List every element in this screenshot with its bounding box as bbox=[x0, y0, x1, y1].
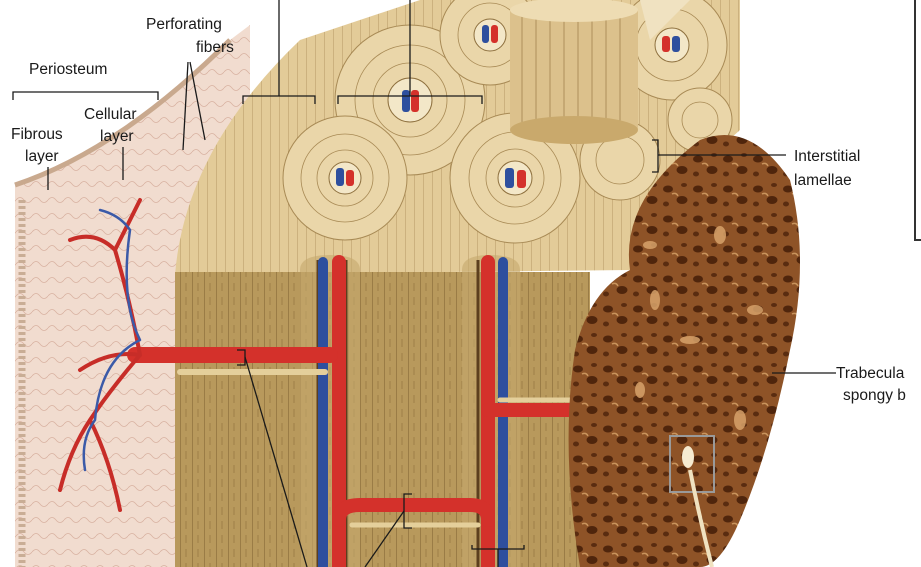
label-fibrous-layer-1: Fibrous bbox=[11, 126, 63, 143]
label-perforating-fibers-2: fibers bbox=[196, 39, 234, 56]
osteon-cut-left bbox=[300, 255, 360, 567]
label-trabecula-2: spongy b bbox=[843, 387, 906, 404]
label-interstitial-lamellae-1: Interstitial bbox=[794, 148, 860, 165]
label-interstitial-lamellae-2: lamellae bbox=[794, 172, 852, 189]
osteocyte-icon bbox=[682, 446, 694, 468]
label-periosteum: Periosteum bbox=[29, 61, 107, 78]
inset-panel-edge bbox=[915, 0, 921, 240]
label-fibrous-layer-2: layer bbox=[25, 148, 59, 165]
label-cellular-layer-1: Cellular bbox=[84, 106, 137, 123]
artery-icon bbox=[411, 90, 419, 112]
label-trabecula-1: Trabecula bbox=[836, 365, 905, 382]
vein-icon bbox=[402, 90, 410, 112]
label-cellular-layer-2: layer bbox=[100, 128, 134, 145]
label-perforating-fibers-1: Perforating bbox=[146, 16, 222, 33]
osteon bbox=[283, 116, 407, 240]
